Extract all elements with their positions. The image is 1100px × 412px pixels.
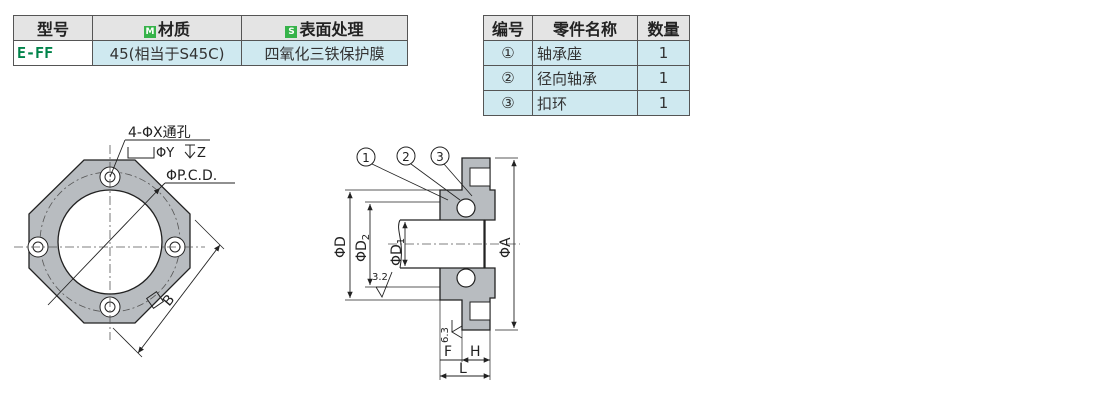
part-qty: 1 <box>637 90 690 116</box>
part-name: 轴承座 <box>532 40 638 66</box>
part-name: 扣环 <box>532 90 638 116</box>
dim-D2-label: ΦD2 <box>354 234 372 262</box>
material-header-label: 材质 <box>157 20 190 39</box>
model-value: E-FF <box>13 40 93 66</box>
callout-2: 2 <box>396 146 461 201</box>
material-badge-icon: M <box>143 26 156 38</box>
extension-lines <box>345 157 518 380</box>
counterbore-icon <box>127 147 155 159</box>
pcd-label: ΦP.C.D. <box>166 168 217 184</box>
name-header: 零件名称 <box>532 15 638 41</box>
part-no: ③ <box>483 90 533 116</box>
surface-badge-icon: S <box>285 26 298 38</box>
surface-value: 四氧化三铁保护膜 <box>241 40 408 66</box>
parts-row: ③ 扣环 1 <box>483 90 690 116</box>
dim-D-label: ΦD <box>333 236 349 258</box>
svg-text:3: 3 <box>436 150 444 164</box>
roughness-63-label: 6.3 <box>440 327 451 343</box>
roughness-32-label: 3.2 <box>372 272 388 283</box>
dim-A-label: ΦA <box>498 237 514 258</box>
parts-header-row: 编号 零件名称 数量 <box>483 15 690 41</box>
side-view: 1 2 3 ΦD ΦD2 <box>333 146 520 380</box>
part-qty: 1 <box>637 40 690 66</box>
material-value: 45(相当于S45C) <box>92 40 242 66</box>
depth-icon <box>184 144 196 159</box>
roughness-icon <box>375 271 393 299</box>
parts-row: ① 轴承座 1 <box>483 40 690 66</box>
dim-H-label: H <box>470 344 481 360</box>
square-label: B <box>160 292 178 310</box>
spec-row: E-FF 45(相当于S45C) 四氧化三铁保护膜 <box>13 40 408 66</box>
bearing-ball-icon <box>456 268 476 288</box>
depth-label: Z <box>197 146 206 161</box>
callout-1: 1 <box>356 147 449 201</box>
svg-text:1: 1 <box>362 151 370 165</box>
qty-header: 数量 <box>637 15 690 41</box>
square-icon <box>145 290 165 310</box>
surface-header-label: 表面处理 <box>299 20 364 39</box>
no-header: 编号 <box>483 15 533 41</box>
bolt-pockets <box>469 167 491 321</box>
model-header: 型号 <box>13 15 93 41</box>
front-view: 4-ΦX通孔 ΦY Z ΦP.C.D. B <box>14 125 235 358</box>
dim-D1-label: ΦD1 <box>389 238 407 266</box>
counterbore-label: ΦY <box>156 146 174 161</box>
dim-F-label: F <box>444 344 452 360</box>
dim-L-label: L <box>459 361 467 377</box>
hole-label: 4-ΦX通孔 <box>128 125 191 141</box>
part-no: ② <box>483 65 533 91</box>
roughness-icon <box>451 320 463 339</box>
svg-text:2: 2 <box>402 150 410 164</box>
bearing-ball-icon <box>456 198 476 218</box>
parts-table: 编号 零件名称 数量 ① 轴承座 1 ② 径向轴承 1 ③ 扣环 1 <box>483 15 690 116</box>
callout-3: 3 <box>430 146 473 197</box>
